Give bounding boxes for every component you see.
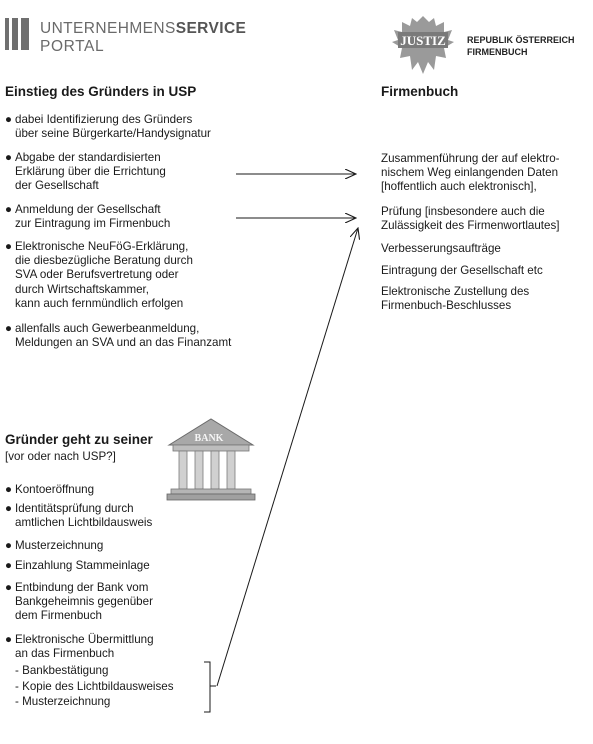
bullet: ●: [5, 502, 13, 515]
bullet: ●: [5, 539, 13, 552]
usp-heading: Einstieg des Gründers in USP: [5, 84, 197, 99]
bank-item-stammeinlage: ●Einzahlung Stammeinlage: [5, 559, 150, 572]
bullet: ●: [5, 559, 13, 572]
bank-subitem-bankbestaetigung: - Bankbestätigung: [15, 664, 109, 677]
bank-item-identitaetspruefung: ●Identitätsprüfung durch amtlichen Licht…: [5, 502, 153, 530]
justiz-caption-line2: FIRMENBUCH: [467, 47, 528, 57]
bank-subitem-lichtbildausweis: - Kopie des Lichtbildausweises: [15, 680, 174, 693]
firmenbuch-item-zustellung: Elektronische Zustellung des Firmenbuch-…: [381, 285, 530, 313]
usp-item-identifizierung: ●dabei Identifizierung des Gründers über…: [5, 113, 211, 141]
bank-item-musterzeichnung: ●Musterzeichnung: [5, 539, 104, 552]
bullet: ●: [5, 581, 13, 594]
bank-item-kontoeroeffnung: ●Kontoeröffnung: [5, 483, 95, 496]
firmenbuch-item-verbesserung: Verbesserungsaufträge: [381, 242, 501, 255]
usp-item-erklaerung: ●Abgabe der standardisierten Erklärung ü…: [5, 151, 166, 193]
bullet: ●: [5, 322, 13, 335]
bullet: ●: [5, 633, 13, 646]
arrow-bank-to-firmenbuch: [216, 228, 358, 687]
bullet: ●: [5, 113, 13, 126]
usp-logo-bars: [5, 18, 29, 50]
bullet: ●: [5, 240, 13, 253]
logo-word-service: SERVICE: [175, 20, 247, 37]
usp-item-gewerbe: ●allenfalls auch Gewerbeanmeldung, Meldu…: [5, 322, 232, 350]
firmenbuch-heading: Firmenbuch: [381, 84, 459, 99]
bracket-subitems: [204, 661, 216, 713]
logo-word-unternehmens: UNTERNEHMENS: [40, 20, 176, 37]
usp-item-neufoeg: ●Elektronische NeuFöG-Erklärung, die die…: [5, 240, 193, 310]
bank-item-bankgeheimnis: ●Entbindung der Bank vom Bankgeheimnis g…: [5, 581, 153, 623]
bullet: ●: [5, 151, 13, 164]
firmenbuch-item-eintragung: Eintragung der Gesellschaft etc: [381, 264, 543, 277]
bullet: ●: [5, 203, 13, 216]
justiz-eagle-icon: JUSTIZ: [392, 16, 454, 74]
bank-building-icon: BANK: [166, 418, 256, 501]
justiz-caption: REPUBLIK ÖSTERREICH FIRMENBUCH: [467, 34, 575, 58]
bank-subitem-musterzeichnung: - Musterzeichnung: [15, 695, 111, 708]
bank-subheading: [vor oder nach USP?]: [5, 450, 116, 463]
justiz-badge-text: JUSTIZ: [400, 33, 446, 48]
bank-heading: Gründer geht zu seiner: [5, 432, 153, 447]
firmenbuch-item-zusammenfuehrung: Zusammenführung der auf elektro- nischem…: [381, 152, 560, 194]
firmenbuch-item-pruefung: Prüfung [insbesondere auch die Zulässigk…: [381, 205, 560, 233]
justiz-caption-line1: REPUBLIK ÖSTERREICH: [467, 35, 575, 45]
usp-logo-title: UNTERNEHMENSSERVICE: [40, 20, 246, 38]
bank-item-uebermittlung: ●Elektronische Übermittlung an das Firme…: [5, 633, 154, 661]
bullet: ●: [5, 483, 13, 496]
usp-item-anmeldung: ●Anmeldung der Gesellschaft zur Eintragu…: [5, 203, 171, 231]
usp-logo-portal: PORTAL: [40, 38, 105, 55]
bank-sign-text: BANK: [195, 433, 224, 444]
